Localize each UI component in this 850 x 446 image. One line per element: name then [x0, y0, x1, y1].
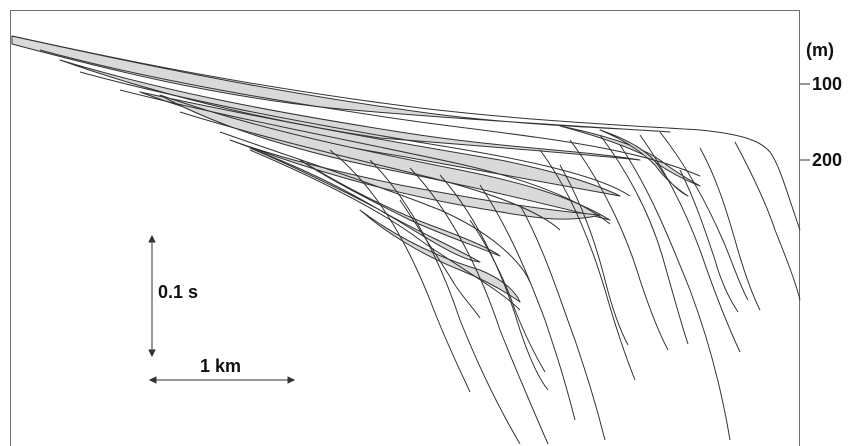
foreset-line — [479, 184, 576, 421]
foreset-line — [659, 131, 749, 301]
reflector-line — [39, 49, 701, 177]
foreset-line — [439, 174, 549, 391]
foreset-line — [329, 149, 471, 393]
foreset-line — [369, 159, 521, 444]
clinoform-wedge — [11, 35, 671, 133]
reflector-line — [219, 131, 531, 283]
foreset-line — [734, 141, 801, 301]
seafloor-line — [11, 35, 801, 231]
clinoform-wedge — [59, 59, 641, 161]
reflector-line — [179, 111, 561, 231]
clinoform-wedge — [599, 129, 689, 197]
clinoform-wedge — [159, 94, 611, 221]
depth-label-100: 100 — [812, 74, 843, 94]
clinoform-wedge — [229, 139, 601, 220]
reflector-line — [119, 89, 611, 225]
foreset-line — [409, 167, 549, 444]
foreset-line — [559, 164, 629, 346]
foreset-line — [469, 219, 546, 373]
foreset-line — [539, 149, 636, 381]
horizontal-scale-bar — [148, 376, 296, 384]
foreset-line — [569, 139, 669, 351]
foreset-line — [679, 169, 739, 313]
foreset-line — [619, 144, 731, 441]
horizontal-scale-label: 1 km — [200, 356, 242, 376]
foreset-line — [519, 204, 606, 441]
reflector-line — [79, 71, 631, 197]
foreset-line — [639, 134, 741, 353]
clinoform-wedge — [359, 209, 521, 303]
foreset-line — [699, 147, 761, 311]
foreset-line — [399, 199, 481, 319]
vertical-scale-bar — [148, 234, 156, 358]
reflector-line — [249, 149, 521, 311]
depth-unit-label: (m) — [806, 40, 834, 60]
vertical-scale-label: 0.1 s — [158, 282, 199, 302]
depth-label-200: 200 — [812, 150, 843, 170]
foreset-line — [599, 134, 689, 345]
